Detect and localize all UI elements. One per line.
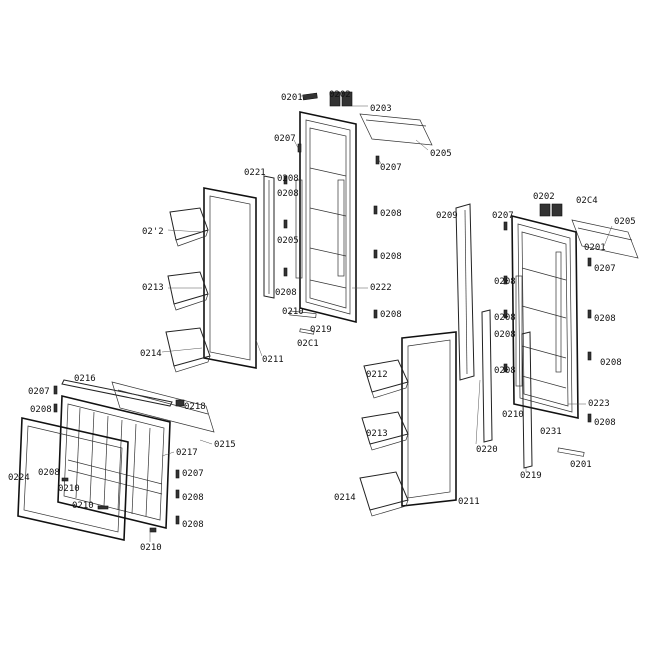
right-bottom-pin bbox=[557, 447, 585, 457]
label-0218: 0218 bbox=[184, 402, 206, 412]
right-small-parts bbox=[503, 221, 592, 423]
label-0208-f4: 0208 bbox=[182, 520, 204, 530]
label-0205-mid: 0205 bbox=[277, 236, 299, 246]
label-0208-f3: 0208 bbox=[182, 493, 204, 503]
label-0207-f2: 0207 bbox=[182, 469, 204, 479]
label-0213-a: 0213 bbox=[142, 283, 164, 293]
label-0203: 0203 bbox=[370, 104, 392, 114]
label-0208-e: 0208 bbox=[275, 288, 297, 298]
label-0205-r: 0205 bbox=[614, 217, 636, 227]
label-0220: 0220 bbox=[476, 445, 498, 455]
label-0214-a: 0214 bbox=[140, 349, 162, 359]
freezer-gasket bbox=[17, 417, 129, 541]
label-0208-f2: 0208 bbox=[38, 468, 60, 478]
label-0205-top: 0205 bbox=[430, 149, 452, 159]
label-0207-r: 0207 bbox=[594, 264, 616, 274]
center-door-gasket bbox=[203, 187, 257, 369]
label-0207-c: 0207 bbox=[492, 211, 514, 221]
right-door-handle bbox=[455, 203, 475, 381]
right-door-assembly bbox=[359, 203, 639, 517]
label-0216: 0216 bbox=[74, 374, 96, 384]
label-0215: 0215 bbox=[214, 440, 236, 450]
label-0217: 0217 bbox=[176, 448, 198, 458]
label-0210-f3: 0210 bbox=[140, 543, 162, 553]
right-top-hinge bbox=[539, 203, 639, 259]
label-0224: 0224 bbox=[8, 473, 30, 483]
label-0212-a: 02'2 bbox=[142, 227, 164, 237]
label-0208-r6: 0208 bbox=[494, 366, 516, 376]
label-0231: 0231 bbox=[540, 427, 562, 437]
label-0212-b: 0212 bbox=[366, 370, 388, 380]
label-0219-b: 0219 bbox=[520, 471, 542, 481]
label-0202-top: 0202 bbox=[329, 90, 351, 100]
label-0210-a: 0210 bbox=[282, 307, 304, 317]
label-0211-a: 0211 bbox=[262, 355, 284, 365]
freezer-top-trim bbox=[61, 379, 215, 433]
center-bottom-pin bbox=[289, 310, 317, 319]
center-small-parts bbox=[283, 143, 380, 319]
center-door-bins bbox=[165, 207, 211, 373]
center-bottom-pin-2 bbox=[299, 328, 315, 335]
label-0208-r7: 0208 bbox=[594, 418, 616, 428]
right-door-bins bbox=[359, 359, 409, 517]
label-0208-r3: 0208 bbox=[594, 314, 616, 324]
label-0210-b: 0210 bbox=[502, 410, 524, 420]
label-0208-c: 0208 bbox=[380, 209, 402, 219]
right-lower-strip bbox=[521, 331, 533, 469]
label-0210-f1: 0210 bbox=[58, 484, 80, 494]
label-0221: 0221 bbox=[244, 168, 266, 178]
label-0219-a: 0219 bbox=[310, 325, 332, 335]
center-door-assembly bbox=[165, 91, 433, 373]
label-0208-b: 0208 bbox=[277, 189, 299, 199]
label-0208-r5: 0208 bbox=[600, 358, 622, 368]
label-0201-top: 0201 bbox=[281, 93, 303, 103]
label-0204-r: 02C4 bbox=[576, 196, 598, 206]
label-0210-f2: 0210 bbox=[72, 501, 94, 511]
label-0213-b: 0213 bbox=[366, 429, 388, 439]
label-0208-r2: 0208 bbox=[494, 313, 516, 323]
label-0222: 0222 bbox=[370, 283, 392, 293]
right-handle-strip bbox=[481, 309, 493, 443]
label-0211-b: 0211 bbox=[458, 497, 480, 507]
right-door-gasket bbox=[401, 331, 457, 507]
label-0201-a: 02C1 bbox=[297, 339, 319, 349]
leader-lines bbox=[17, 95, 613, 542]
freezer-small-parts bbox=[53, 385, 185, 533]
label-0208-r1: 0208 bbox=[494, 277, 516, 287]
right-door-frame bbox=[511, 214, 579, 419]
label-0207-a: 0207 bbox=[274, 134, 296, 144]
label-0209: 0209 bbox=[436, 211, 458, 221]
label-0214-b: 0214 bbox=[334, 493, 356, 503]
label-0207-f1: 0207 bbox=[28, 387, 50, 397]
label-0208-c2: 0208 bbox=[380, 310, 402, 320]
label-0207-b: 0207 bbox=[380, 163, 402, 173]
label-0223: 0223 bbox=[588, 399, 610, 409]
label-0208-d: 0208 bbox=[380, 252, 402, 262]
label-0208-f1: 0208 bbox=[30, 405, 52, 415]
label-0201-b: 0201 bbox=[570, 460, 592, 470]
center-door-handle bbox=[263, 175, 275, 299]
center-top-hinge bbox=[302, 91, 433, 146]
freezer-door-frame bbox=[57, 394, 171, 530]
center-door-frame bbox=[295, 111, 357, 324]
label-0202-r: 0202 bbox=[533, 192, 555, 202]
label-0208-a: 0208 bbox=[277, 174, 299, 184]
part-labels: 0201 0202 0203 0205 0207 0207 0221 0208 … bbox=[8, 90, 636, 553]
label-0201-r: 0201 bbox=[584, 243, 606, 253]
label-0208-r4: 0208 bbox=[494, 330, 516, 340]
freezer-door-assembly bbox=[17, 379, 215, 541]
